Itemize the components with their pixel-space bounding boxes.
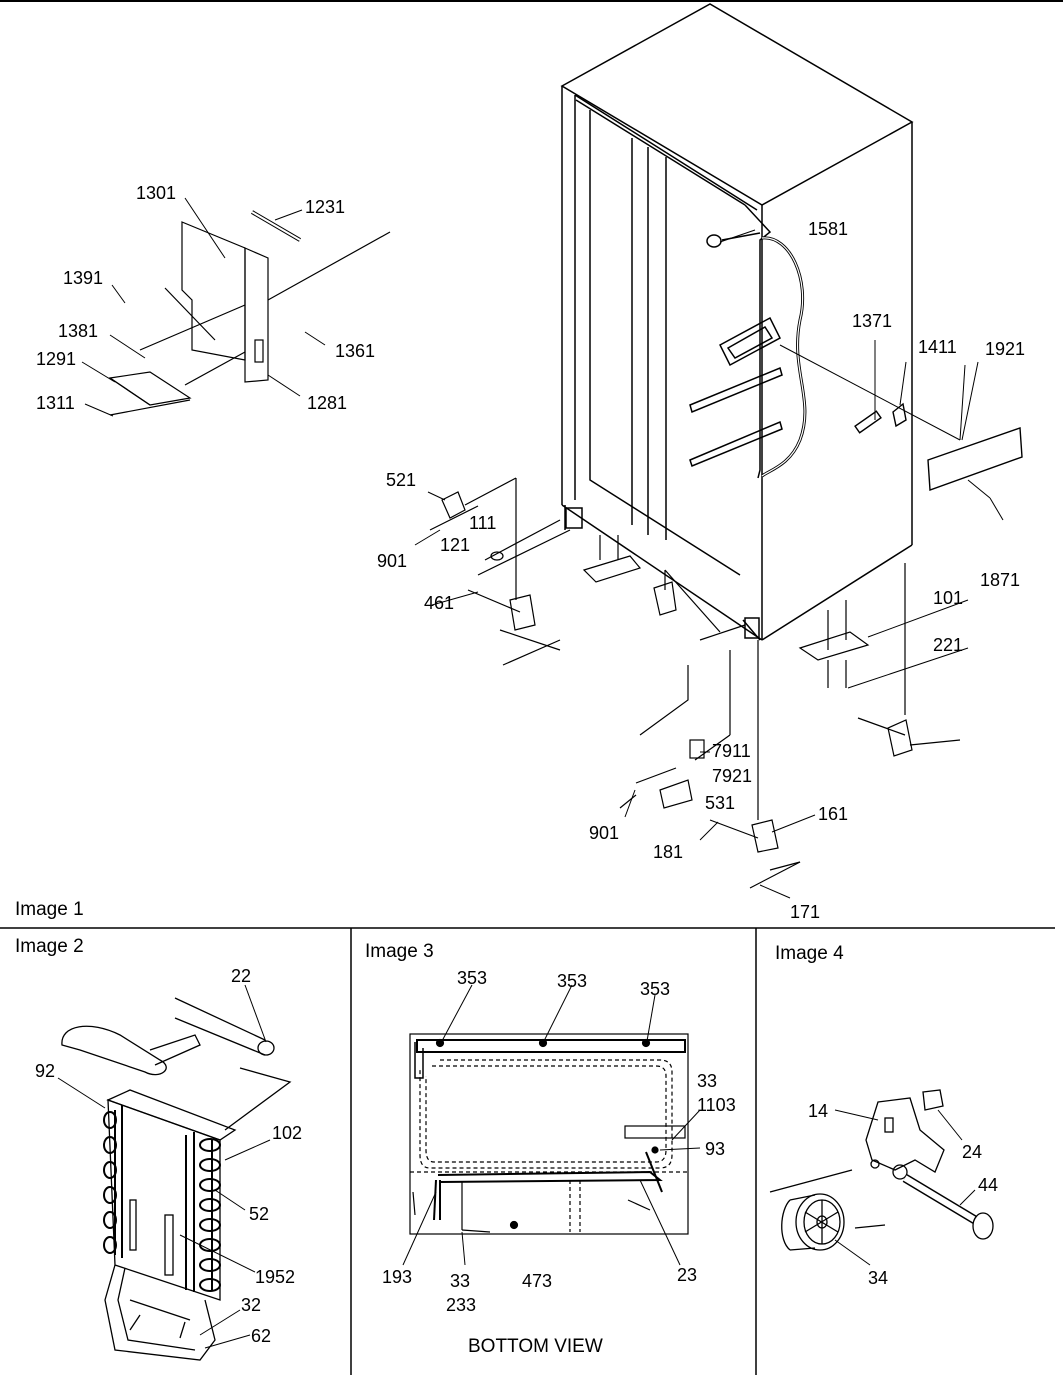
callout-label: 101 [933, 588, 964, 608]
part-22 [257, 1040, 275, 1056]
part-1581 [706, 234, 722, 248]
callout-label: 353 [640, 979, 671, 999]
callout-label: 22 [231, 966, 252, 986]
callout-label: 1231 [305, 197, 346, 217]
callout-label: 1301 [136, 183, 177, 203]
callout-label: 7921 [712, 766, 753, 786]
callout-label: 1391 [63, 268, 104, 288]
callout-label: 353 [557, 971, 588, 991]
callout-label: 1921 [985, 339, 1026, 359]
part-1291 [108, 371, 192, 406]
callout-label: 901 [377, 551, 408, 571]
callout-label: 1103 [697, 1095, 736, 1115]
lower-left-parts [429, 477, 721, 666]
part-161 [751, 819, 779, 853]
part-101 [798, 631, 870, 661]
callout-label: 521 [386, 470, 417, 490]
callout-label: 531 [705, 793, 736, 813]
callout-label: 181 [653, 842, 684, 862]
callout-label: 1311 [36, 393, 75, 413]
cabinet [560, 3, 914, 641]
callout-label: 901 [589, 823, 620, 843]
bottom-view-caption: BOTTOM VIEW [468, 1336, 603, 1357]
callout-label: 92 [35, 1061, 56, 1081]
condenser-coils [114, 1105, 213, 1292]
callout-label: 473 [522, 1271, 553, 1291]
image-2-title: Image 2 [15, 936, 84, 957]
part-1921 [927, 427, 1023, 491]
callout-label: 33 [697, 1071, 718, 1091]
wheel-assembly [769, 1089, 994, 1251]
image-3-title: Image 3 [365, 941, 434, 962]
callout-label: 353 [457, 968, 488, 988]
callout-label: 233 [446, 1295, 477, 1315]
callout-label: 1952 [255, 1267, 296, 1287]
leaders-image2 [57, 984, 271, 1349]
callout-label: 193 [382, 1267, 413, 1287]
callout-label: 1371 [852, 311, 893, 331]
callout-label: 161 [818, 804, 849, 824]
lower-right-parts [619, 563, 961, 889]
image-4-title: Image 4 [775, 943, 844, 964]
callout-label: 221 [933, 635, 964, 655]
callout-label: 1871 [980, 570, 1021, 590]
callout-label: 52 [249, 1204, 270, 1224]
callout-label: 1361 [335, 341, 376, 361]
part-center-bracket [582, 555, 642, 583]
callout-label: 111 [469, 513, 497, 533]
callout-label: 1291 [36, 349, 77, 369]
leaders-image4 [834, 1109, 976, 1266]
upper-left-bracket [108, 210, 391, 416]
callout-label: 171 [790, 902, 821, 922]
callout-label: 24 [962, 1142, 983, 1162]
callout-label: 102 [272, 1123, 303, 1143]
callout-label: 93 [705, 1139, 726, 1159]
callout-label: 23 [677, 1265, 698, 1285]
callout-label: 1281 [307, 393, 348, 413]
callout-label: 33 [450, 1271, 471, 1291]
callout-label: 7911 [712, 741, 751, 761]
callout-label: 32 [241, 1295, 262, 1315]
leaders-image3 [402, 984, 701, 1266]
callout-label: 34 [868, 1268, 889, 1288]
callout-label: 461 [424, 593, 455, 613]
part-24 [922, 1089, 944, 1111]
callout-label: 1581 [808, 219, 849, 239]
leaders-image1 [81, 197, 969, 899]
callout-label: 44 [978, 1175, 999, 1195]
handle-parts [779, 340, 1023, 521]
image-1-title: Image 1 [15, 899, 84, 920]
callout-label: 121 [440, 535, 471, 555]
callout-label: 62 [251, 1326, 272, 1346]
callout-label: 1381 [58, 321, 99, 341]
callout-label: 14 [808, 1101, 829, 1121]
callout-label: 1411 [918, 337, 957, 357]
bottom-view [409, 1033, 689, 1235]
